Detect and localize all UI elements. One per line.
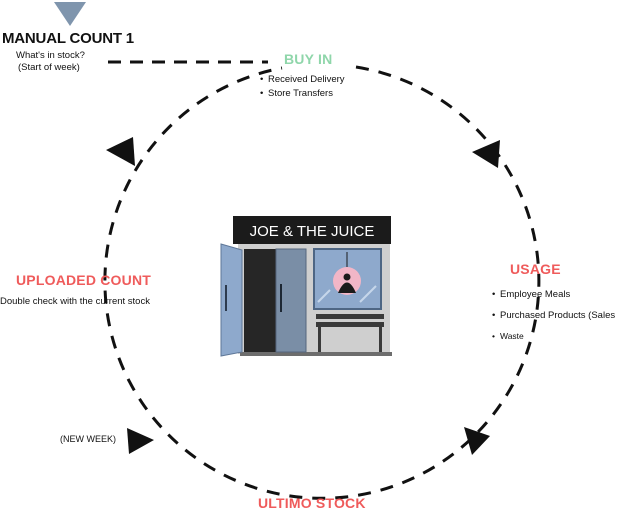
buy-in-title: BUY IN <box>284 51 333 67</box>
down-triangle-icon <box>54 2 86 26</box>
cycle-dashed-arc <box>103 65 541 500</box>
new-week-label: (NEW WEEK) <box>60 434 116 444</box>
arrowhead-lower-right-icon <box>464 427 490 455</box>
arrowhead-lower-left-icon <box>127 428 154 454</box>
buy-in-list: Received Delivery Store Transfers <box>260 73 345 101</box>
usage-title: USAGE <box>510 261 561 277</box>
usage-item-employee-meals: Employee Meals <box>492 284 615 305</box>
store-sign-text: JOE & THE JUICE <box>250 223 375 240</box>
usage-item-purchased-products: Purchased Products (Sales <box>492 305 615 326</box>
usage-list: Employee Meals Purchased Products (Sales… <box>492 284 615 347</box>
storefront-icon: JOE & THE JUICE <box>220 216 392 357</box>
manual-count-start-of-week: (Start of week) <box>18 62 80 73</box>
usage-item-waste: Waste <box>492 326 615 347</box>
buy-in-item-store-transfers: Store Transfers <box>260 87 345 101</box>
buy-in-item-received-delivery: Received Delivery <box>260 73 345 87</box>
arrowhead-upper-left-icon <box>106 137 135 166</box>
manual-count-title: MANUAL COUNT 1 <box>2 30 134 47</box>
manual-count-question: What's in stock? <box>16 50 85 61</box>
arrowhead-upper-right-icon <box>472 140 500 168</box>
uploaded-count-subtitle: Double check with the current stock <box>0 296 150 307</box>
uploaded-count-title: UPLOADED COUNT <box>16 272 152 288</box>
ultimo-stock-title: ULTIMO STOCK <box>258 495 366 511</box>
